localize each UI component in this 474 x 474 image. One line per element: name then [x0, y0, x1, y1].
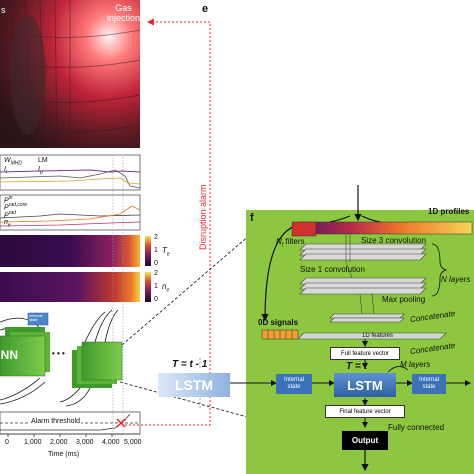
- full-feature-vector-box: Full feature vector: [330, 347, 400, 360]
- ne-tick-0: 0: [154, 296, 158, 303]
- legend-ne: ne: [4, 219, 11, 229]
- rnn-section: [0, 309, 123, 407]
- x-tick-5000: 5,000: [124, 439, 142, 446]
- t-prev-label: T = t - 1: [172, 359, 208, 370]
- x-axis: [0, 433, 140, 437]
- signals-0d-label: 0D signals: [258, 318, 299, 327]
- profiles-bar: [299, 221, 473, 235]
- x-tick-3000: 3,000: [76, 439, 94, 446]
- max-pooling-label: Max pooling: [382, 295, 426, 304]
- lstm-box: LSTM: [334, 373, 396, 397]
- gas-injection-label: Gas injection: [107, 3, 141, 23]
- x-tick-1000: 1,000: [24, 439, 42, 446]
- n-layers-brace: [431, 243, 448, 297]
- te-tick-2: 2: [154, 234, 158, 241]
- tokamak-photo: [0, 0, 141, 149]
- legend-wmhd: WMHD: [4, 157, 22, 167]
- signal-plot-1: [0, 154, 141, 191]
- legend-ip: Ip: [38, 166, 43, 176]
- signal-ne-line: [0, 221, 141, 227]
- alarm-cross: [116, 418, 126, 428]
- lstm-prev-box: LSTM: [158, 373, 230, 397]
- nf-filters-label: Nf filters: [276, 237, 305, 249]
- x-tick-4000: 4,000: [102, 439, 120, 446]
- n-layers-label: N layers: [441, 275, 471, 284]
- signal-lm-line: [0, 177, 141, 185]
- flow-arrows: [230, 339, 471, 428]
- ne-tick-1: 1: [154, 283, 158, 290]
- heatmap-ne: [0, 272, 140, 302]
- rnn-internal-state-label: Internal state: [29, 313, 43, 323]
- m-layers-brace: [387, 366, 409, 373]
- rnn-to-panel-link: [119, 227, 259, 421]
- features-1d-bar: [297, 332, 447, 340]
- legend-prad-core: Prad,core: [4, 202, 28, 212]
- profiles-label: 1D profiles: [428, 207, 470, 216]
- rnn-dots: • • •: [52, 349, 65, 358]
- legend-pin: Pin: [4, 195, 13, 205]
- signal-prad-line: [0, 205, 141, 223]
- legend-lm: LM: [38, 157, 48, 164]
- features-1d-label: 1D features: [362, 333, 394, 339]
- te-tick-1: 1: [154, 247, 158, 254]
- ne-label: ne: [162, 282, 170, 294]
- te-tick-0: 0: [154, 260, 158, 267]
- rnn-label: RNN: [0, 348, 18, 362]
- x-axis-label: Time (ms): [48, 451, 80, 458]
- alarm-threshold-label: Alarm threshold: [30, 418, 82, 425]
- conv-connectors: [345, 234, 375, 315]
- x-tick-0: 0: [5, 439, 9, 446]
- ne-tick-2: 2: [154, 270, 158, 277]
- conv-layers: [299, 243, 427, 323]
- time-marker-band: [112, 154, 124, 436]
- internal-state-right: Internal state: [412, 374, 446, 394]
- colorbar-te: [145, 236, 151, 266]
- panel-f-letter: f: [250, 212, 254, 224]
- signal-plot-2: [0, 194, 141, 231]
- disruption-alarm-label: Disruption alarm: [198, 184, 208, 250]
- x-tick-2000: 2,000: [50, 439, 68, 446]
- signals-0d-bar: [261, 329, 299, 340]
- legend-prad: Prad: [4, 210, 16, 220]
- size3-conv-label: Size 3 convolution: [361, 236, 426, 245]
- size1-conv-label: Size 1 convolution: [300, 265, 365, 274]
- fully-connected-label: Fully connected: [388, 423, 445, 432]
- te-label: Te: [162, 246, 170, 258]
- output-box: Output: [342, 431, 388, 450]
- photo-fragment-label: s: [1, 5, 6, 15]
- signal-ip-line: [0, 169, 141, 173]
- t-now-label: T = t: [346, 361, 367, 372]
- internal-state-left: Internal state: [276, 374, 312, 394]
- legend-il: Il: [4, 166, 8, 176]
- panel-e-letter: e: [202, 3, 209, 15]
- heatmap-te: [0, 235, 140, 267]
- m-layers-label: M layers: [400, 360, 431, 369]
- signal-pin-line: [0, 213, 141, 219]
- colorbar-ne: [145, 272, 151, 302]
- final-feature-vector-box: Final feature vector: [325, 405, 405, 418]
